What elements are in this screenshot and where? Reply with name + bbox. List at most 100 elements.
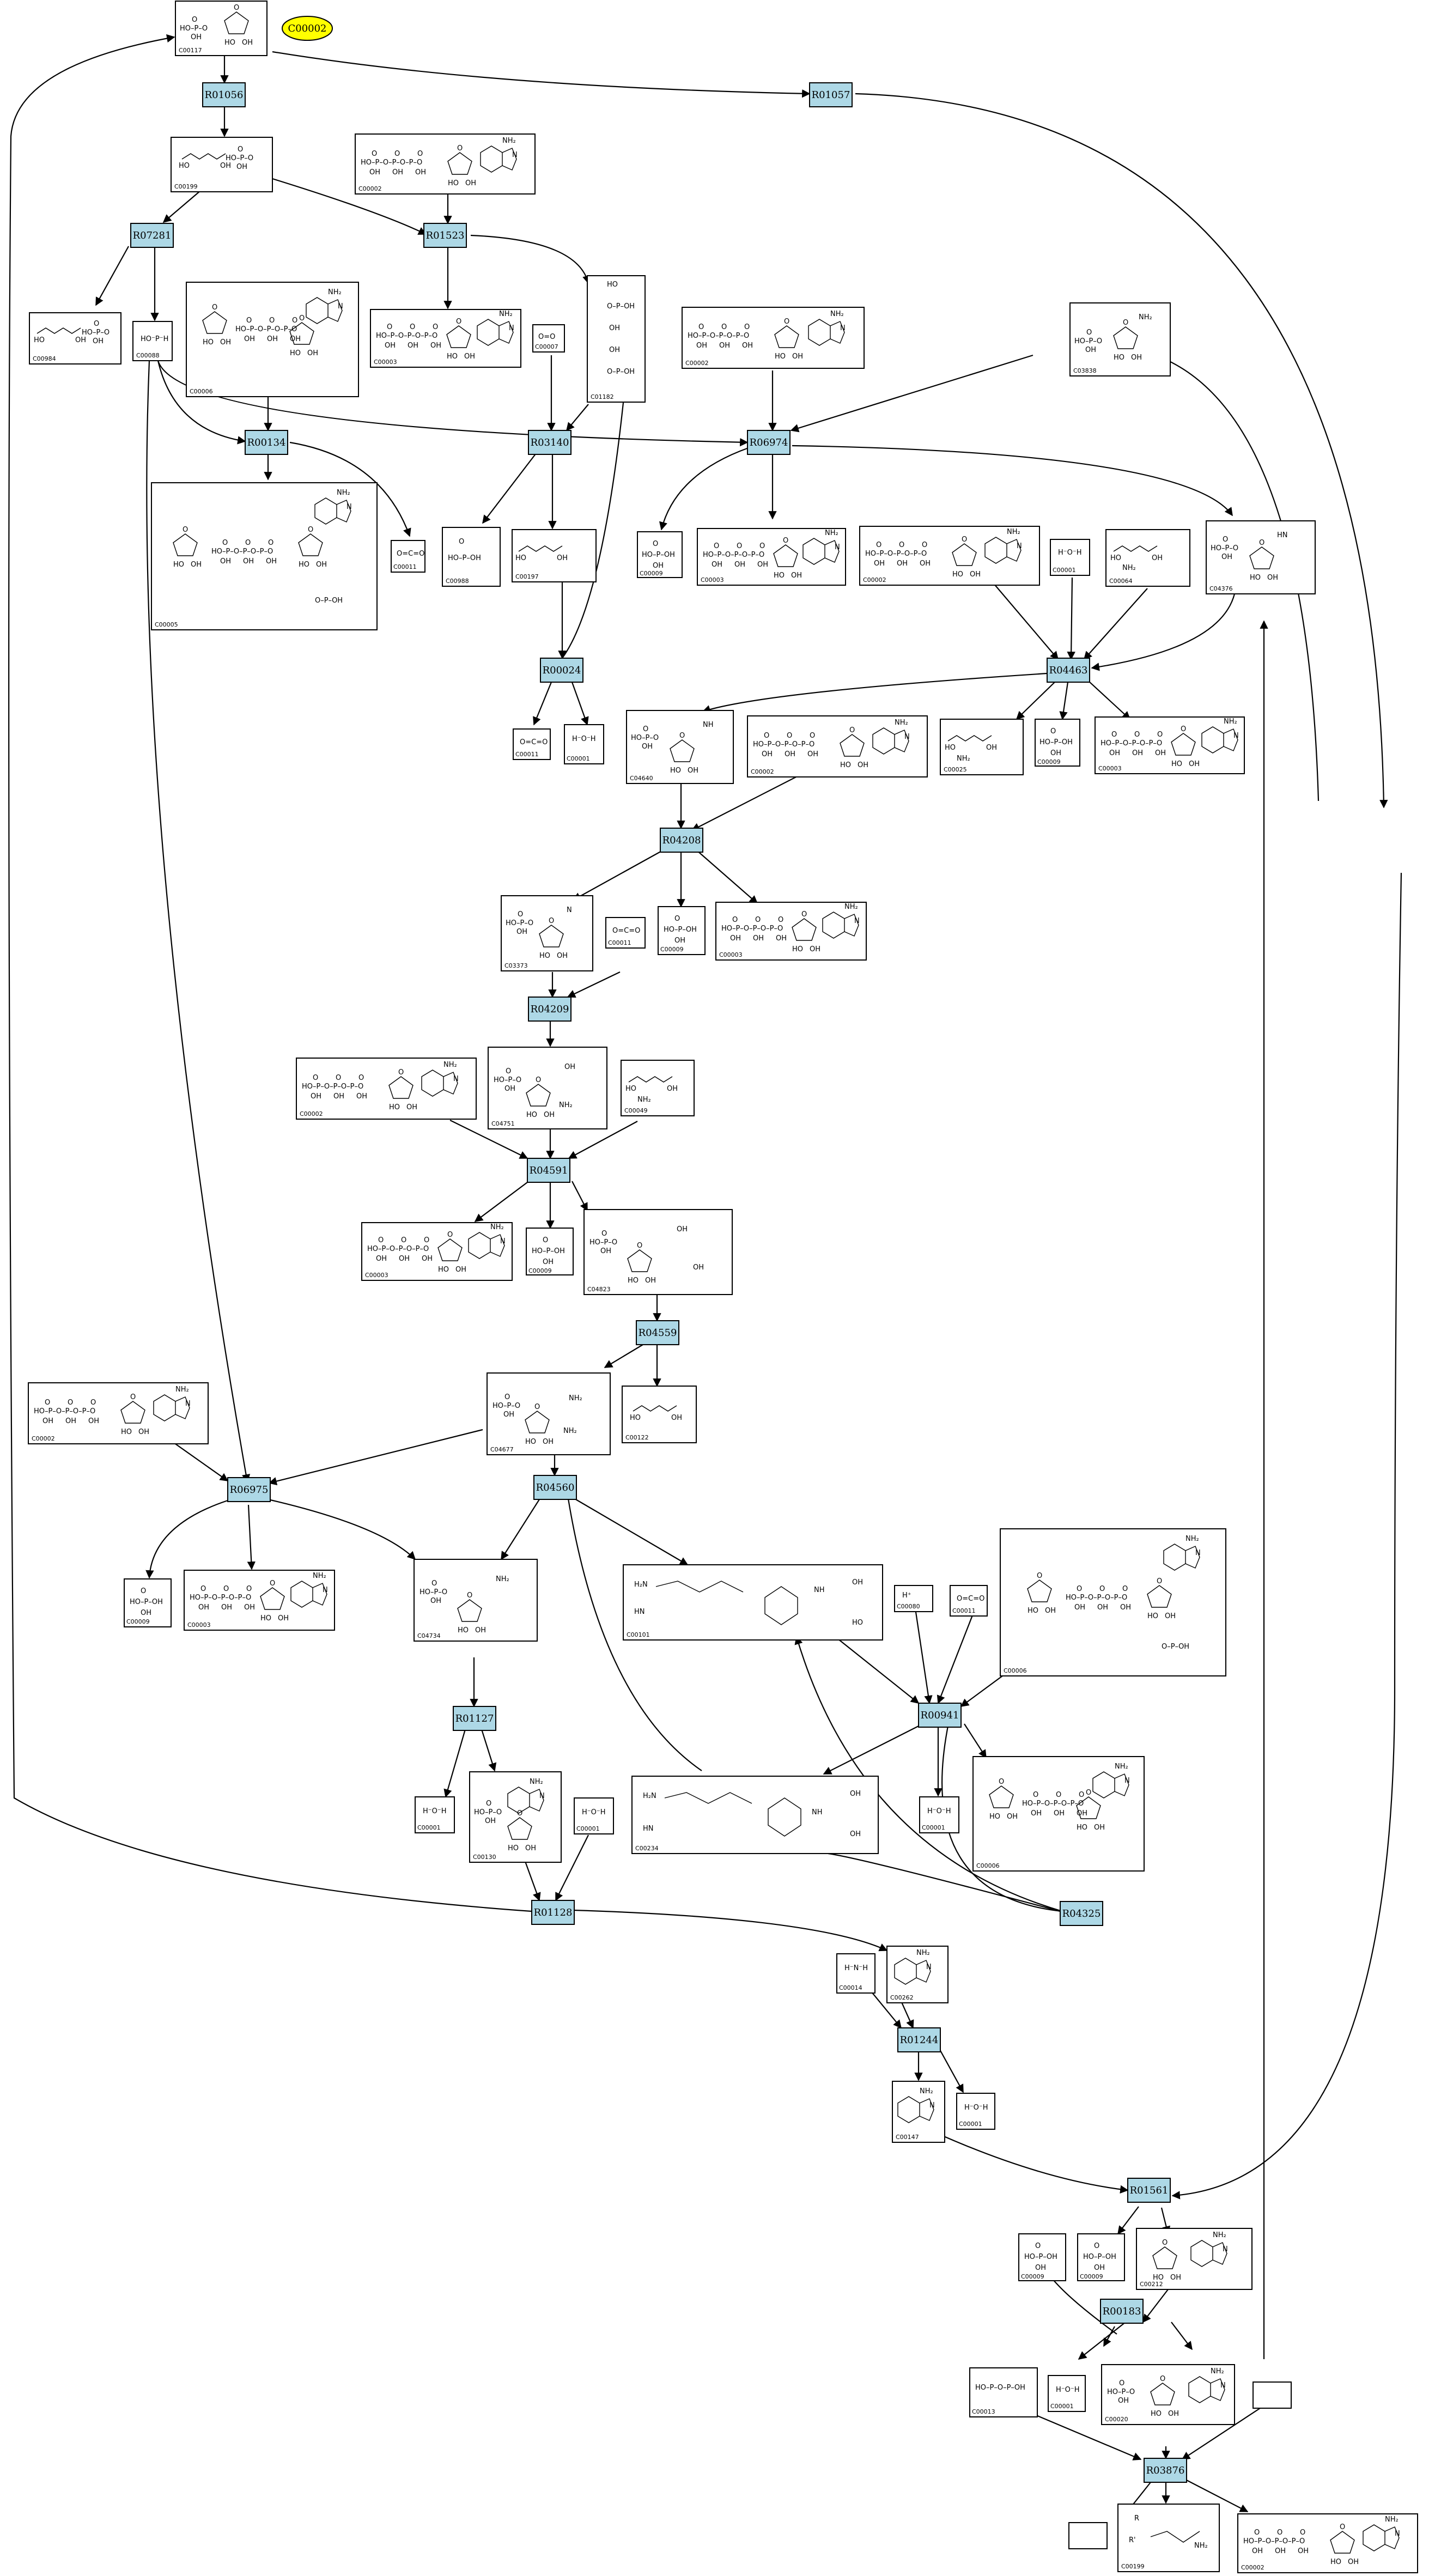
compound-box[interactable]: C00006 <box>186 282 359 397</box>
reaction-node[interactable]: R04209 <box>528 997 571 1022</box>
reaction-node[interactable]: R01128 <box>531 1900 575 1925</box>
reaction-node[interactable]: R06975 <box>227 1477 271 1502</box>
compound-box[interactable]: N C03373 <box>501 895 593 971</box>
svg-text:HO–P–OH: HO–P–OH <box>532 1247 565 1255</box>
compound-box[interactable]: C00003 <box>1095 716 1245 774</box>
compound-box[interactable]: C00117 <box>175 1 267 56</box>
compound-box[interactable]: C00003 <box>715 902 867 961</box>
compound-box[interactable]: C00002 <box>747 715 928 777</box>
highlight-compound[interactable]: C00002 <box>282 16 333 41</box>
compound-box[interactable]: C00003 <box>184 1570 335 1631</box>
compound-box[interactable]: C00020 <box>1101 2364 1235 2425</box>
reaction-node[interactable]: R01057 <box>809 82 853 107</box>
reaction-node[interactable]: R04325 <box>1060 1901 1103 1926</box>
compound-box[interactable]: C00197 <box>512 529 597 582</box>
compound-box[interactable]: NH₂ C00049 <box>621 1060 695 1116</box>
compound-box[interactable]: H⁻O⁻H C00001 <box>956 2093 995 2130</box>
reaction-node[interactable]: R03140 <box>528 430 571 455</box>
svg-text:C00001: C00001 <box>567 755 590 762</box>
compound-box[interactable]: O=C=O C00011 <box>605 917 646 949</box>
reaction-node[interactable]: R01523 <box>423 223 467 248</box>
reaction-node[interactable]: R04560 <box>533 1475 577 1500</box>
svg-text:OH: OH <box>693 1263 704 1272</box>
compound-box[interactable]: C00002 <box>682 307 865 369</box>
compound-box[interactable]: H⁻O⁻H C00001 <box>574 1797 614 1834</box>
compound-box[interactable]: H⁺ C00080 <box>894 1585 933 1612</box>
reaction-node[interactable]: R01056 <box>202 82 246 107</box>
compound-box[interactable]: C00002 <box>859 526 1040 586</box>
compound-box[interactable]: O=C=O C00011 <box>950 1585 988 1617</box>
reaction-node[interactable]: R04559 <box>636 1320 679 1345</box>
reaction-node[interactable]: R03876 <box>1144 2458 1187 2483</box>
compound-box[interactable]: C00122 <box>622 1386 697 1443</box>
compound-box[interactable]: C00002 <box>28 1382 209 1444</box>
reaction-node[interactable]: R00183 <box>1100 2299 1144 2324</box>
compound-box[interactable]: C00003 <box>361 1222 513 1281</box>
compound-box[interactable]: H⁻O⁻H C00001 <box>564 724 604 764</box>
compound-box[interactable]: H⁻N⁻H C00014 <box>836 1953 876 1994</box>
compound-box[interactable]: RR' NH₂ C00199 <box>1117 2504 1220 2572</box>
compound-box[interactable]: H⁻O⁻H C00001 <box>919 1796 959 1833</box>
compound-box[interactable]: C00130 <box>469 1771 562 1863</box>
compound-box[interactable]: OHO–P–OH C00988 <box>442 527 501 587</box>
compound-box[interactable]: NH C04640 <box>626 710 734 784</box>
empty-box[interactable] <box>1068 2522 1108 2549</box>
compound-box[interactable]: C00002 <box>296 1058 477 1120</box>
compound-box[interactable]: C00003 <box>370 309 521 368</box>
compound-box[interactable]: H⁻O⁻H C00001 <box>1048 2375 1086 2412</box>
reaction-node[interactable]: R04208 <box>660 828 703 853</box>
svg-text:C00199: C00199 <box>174 183 198 190</box>
reaction-node[interactable]: R07281 <box>130 223 174 248</box>
compound-box[interactable]: C00199 <box>171 137 273 192</box>
compound-box[interactable]: O=C=O C00011 <box>513 728 551 760</box>
compound-box[interactable]: C00147 <box>892 2081 945 2143</box>
reaction-node[interactable]: R04591 <box>527 1158 570 1183</box>
reaction-node[interactable]: R00024 <box>540 658 583 683</box>
svg-text:R': R' <box>1129 2536 1136 2544</box>
compound-box[interactable]: C00984 <box>29 312 121 364</box>
svg-text:C00003: C00003 <box>374 359 397 366</box>
reaction-node[interactable]: R01127 <box>453 1706 496 1731</box>
compound-box[interactable]: NH₂ C00025 <box>940 719 1024 775</box>
compound-box[interactable]: O=C=O C00011 <box>391 540 425 573</box>
compound-box[interactable]: C00002 <box>355 133 536 195</box>
compound-box[interactable]: O–P–OH C00005 <box>151 482 378 630</box>
compound-box[interactable]: HO–P–O–P–OH C00013 <box>969 2367 1038 2417</box>
compound-box[interactable]: C00262 <box>886 1946 949 2003</box>
compound-box[interactable]: C00002 <box>1237 2513 1418 2573</box>
compound-box[interactable]: HN C04376 <box>1206 520 1316 594</box>
empty-box[interactable] <box>1253 2381 1292 2409</box>
reaction-node[interactable]: R01244 <box>897 2027 941 2052</box>
svg-text:OH: OH <box>1035 2264 1046 2272</box>
compound-box[interactable]: H⁻O⁻H C00001 <box>1050 539 1090 576</box>
reaction-node[interactable]: R00941 <box>918 1703 962 1728</box>
reaction-node[interactable]: R00134 <box>245 430 288 455</box>
compound-box[interactable]: C00212 <box>1136 2228 1253 2290</box>
compound-box[interactable]: H⁻O⁻H C00001 <box>415 1796 455 1833</box>
compound-box[interactable]: C00006 <box>972 1756 1145 1872</box>
compound-box[interactable]: NH₂ C04734 <box>414 1559 538 1642</box>
reaction-node[interactable]: R06974 <box>747 430 791 455</box>
compound-box[interactable]: HO⁻P⁻H C00088 <box>132 321 173 361</box>
compound-box[interactable]: C00003 <box>697 528 846 586</box>
compound-box[interactable]: O–P–OH C00006 <box>1000 1528 1226 1676</box>
reaction-node[interactable]: R01561 <box>1127 2178 1171 2203</box>
reaction-node[interactable]: R04463 <box>1047 658 1090 683</box>
svg-text:R04209: R04209 <box>531 1004 569 1015</box>
compound-box[interactable]: NH₂ C03838 <box>1069 302 1171 376</box>
compound-box[interactable]: O=O C00007 <box>532 324 565 353</box>
compound-box[interactable]: NH₂ C00064 <box>1105 529 1190 587</box>
